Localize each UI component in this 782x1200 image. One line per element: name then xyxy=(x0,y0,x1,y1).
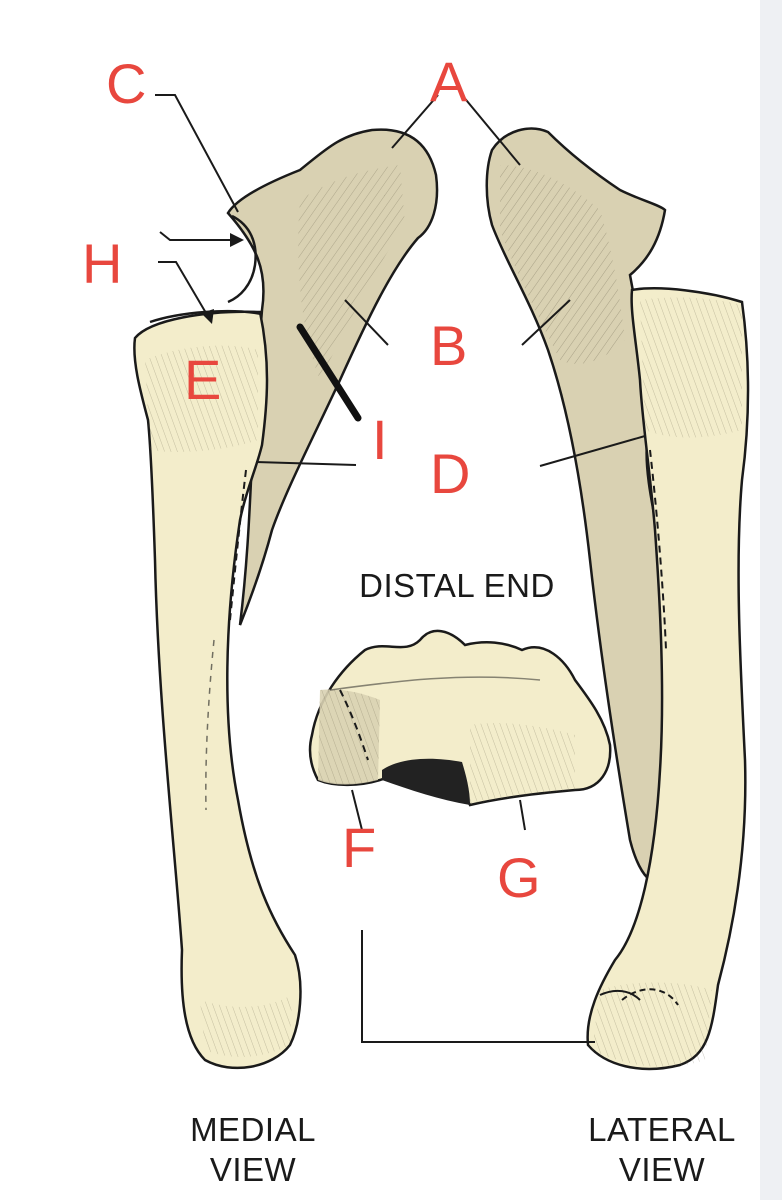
caption-lateral-view: LATERAL VIEW xyxy=(572,1110,752,1191)
leader-lines xyxy=(155,94,646,1043)
label-e: E xyxy=(184,348,222,411)
label-b: B xyxy=(430,314,468,377)
arrow-upper xyxy=(159,231,232,241)
medial-trochlear-notch xyxy=(227,214,257,304)
leader-g xyxy=(519,799,526,831)
label-a: A xyxy=(430,50,468,113)
leader-a-left xyxy=(391,94,439,149)
label-c: C xyxy=(106,52,147,115)
label-d: D xyxy=(430,442,471,505)
caption-medial-view: MEDIAL VIEW xyxy=(168,1110,338,1191)
lateral-radius xyxy=(586,287,750,1071)
distal-bracket xyxy=(361,930,595,1043)
leader-h xyxy=(158,261,207,314)
distal-end-group xyxy=(308,629,612,807)
leader-d-left xyxy=(255,461,357,466)
leader-b-left xyxy=(344,299,389,346)
leader-a-right xyxy=(461,94,521,166)
caption-medial-line1: MEDIAL xyxy=(190,1111,316,1148)
label-f: F xyxy=(342,816,377,879)
medial-view-group xyxy=(133,128,439,1070)
lateral-view-group xyxy=(485,127,750,1071)
label-h: H xyxy=(82,232,123,295)
leader-b-right xyxy=(521,299,571,346)
caption-medial-line2: VIEW xyxy=(209,1151,297,1189)
leader-c xyxy=(155,94,239,213)
medial-radius xyxy=(133,310,302,1070)
leader-f xyxy=(351,789,363,831)
leader-d-right xyxy=(539,435,646,467)
caption-lateral-line1: LATERAL xyxy=(588,1111,736,1148)
caption-lateral-line2: VIEW xyxy=(618,1151,706,1189)
caption-distal-end: DISTAL END xyxy=(359,567,555,604)
right-edge-strip xyxy=(760,0,782,1200)
label-g: G xyxy=(497,846,541,909)
i-marker-bar xyxy=(296,323,362,422)
label-i: I xyxy=(372,408,388,471)
